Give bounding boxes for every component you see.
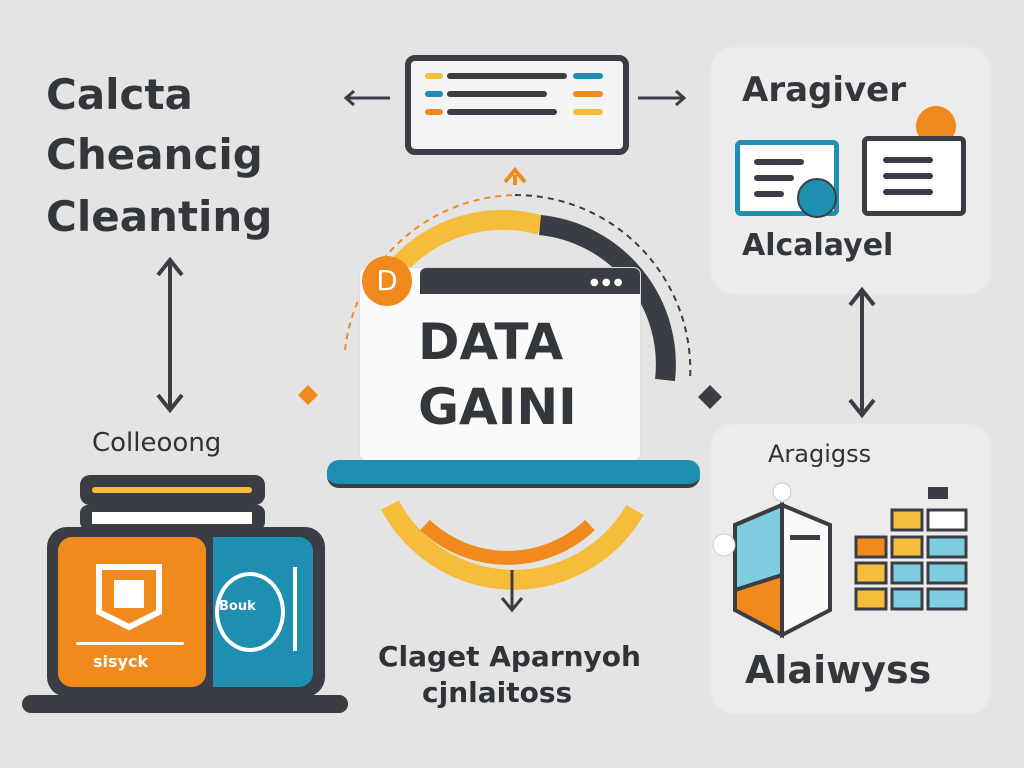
bottom-label-line-1: Claget Aparnyoh bbox=[378, 640, 641, 673]
screen-line-2: GAINI bbox=[418, 378, 577, 436]
cube-icon bbox=[712, 482, 832, 639]
shield-icon bbox=[96, 564, 162, 631]
teal-dot bbox=[797, 178, 837, 218]
data-screen: ● ● ● DATA GAINI bbox=[360, 268, 640, 460]
orange-card[interactable]: sisyck bbox=[58, 537, 206, 687]
right-arrow-icon bbox=[638, 89, 687, 107]
data-table-box bbox=[405, 55, 629, 155]
screen-title-bar bbox=[420, 268, 640, 294]
stack-sheet bbox=[92, 512, 252, 524]
left-arrow-icon bbox=[343, 89, 390, 107]
window-dots-icon: ● ● ● bbox=[590, 277, 623, 288]
badge-d: D bbox=[362, 256, 412, 306]
card-line bbox=[293, 567, 297, 651]
right-vertical-arrow-icon bbox=[848, 286, 876, 419]
document-card-2 bbox=[862, 136, 966, 216]
card-divider bbox=[76, 642, 184, 645]
circle-ring bbox=[215, 572, 285, 652]
cleaning-title-line-1: Calcta bbox=[46, 70, 193, 119]
collecting-label: Colleoong bbox=[92, 428, 222, 458]
right-bottom-subtitle: Alaiwyss bbox=[745, 648, 932, 692]
right-bottom-title: Aragigss bbox=[768, 440, 872, 468]
right-top-subtitle: Alcalayel bbox=[742, 228, 894, 263]
grid-chart-icon bbox=[854, 487, 968, 611]
vertical-double-arrow-icon bbox=[156, 256, 184, 414]
cleaning-title-line-3: Cleanting bbox=[46, 192, 273, 241]
blue-card[interactable]: Bouk bbox=[213, 537, 313, 687]
blue-card-label: Bouk bbox=[219, 599, 256, 614]
right-top-title: Aragiver bbox=[742, 70, 907, 110]
screen-line-1: DATA bbox=[418, 313, 564, 371]
screen-stand bbox=[327, 460, 700, 488]
stack-bar bbox=[92, 487, 252, 493]
orange-card-label: sisyck bbox=[93, 652, 149, 671]
device-base bbox=[22, 695, 348, 713]
bottom-label-line-2: cjnlaitoss bbox=[422, 676, 573, 709]
cleaning-title-line-2: Cheancig bbox=[46, 130, 263, 179]
